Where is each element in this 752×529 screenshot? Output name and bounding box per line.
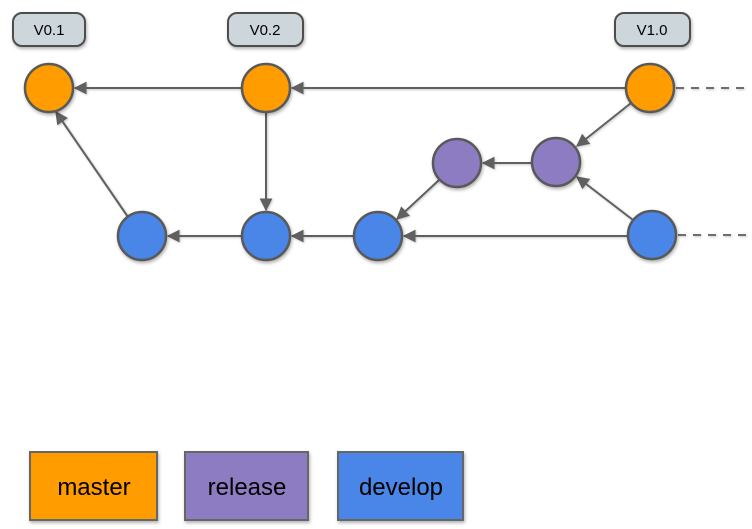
version-tag-v0-2-label: V0.2 bbox=[250, 22, 281, 39]
commit-master-3 bbox=[624, 62, 676, 114]
legend-develop-swatch bbox=[337, 451, 464, 521]
legend: master release develop bbox=[29, 451, 464, 521]
edge-release1-to-develop3 bbox=[396, 179, 440, 220]
edge-develop1-to-master1 bbox=[55, 110, 129, 218]
commit-develop-2 bbox=[240, 210, 292, 262]
version-tag-v0-1: V0.1 bbox=[12, 12, 86, 47]
commit-nodes bbox=[23, 62, 678, 262]
legend-item-master: master bbox=[29, 451, 158, 521]
commit-master-1 bbox=[23, 62, 75, 114]
version-tag-v0-2: V0.2 bbox=[227, 12, 304, 47]
version-tag-v0-2-box bbox=[227, 12, 304, 47]
version-tag-v1-0: V1.0 bbox=[614, 12, 691, 47]
version-tag-v0-1-box bbox=[12, 12, 86, 47]
edge-develop4-to-release2 bbox=[575, 176, 634, 221]
version-tag-v1-0-label: V1.0 bbox=[637, 22, 668, 39]
commit-develop-4 bbox=[626, 209, 678, 261]
legend-master-swatch bbox=[29, 451, 158, 521]
version-tags: V0.1 V0.2 V1.0 bbox=[12, 12, 691, 47]
commit-master-2 bbox=[240, 62, 292, 114]
commit-release-2 bbox=[530, 136, 582, 188]
edges bbox=[55, 81, 750, 243]
legend-release-swatch bbox=[184, 451, 309, 521]
legend-release-label: release bbox=[208, 474, 287, 501]
edge-master3-to-release2 bbox=[575, 102, 632, 147]
commit-release-1 bbox=[431, 137, 483, 189]
commit-develop-1 bbox=[116, 210, 168, 262]
legend-item-develop: develop bbox=[337, 451, 464, 521]
commit-develop-3 bbox=[352, 210, 404, 262]
legend-master-label: master bbox=[57, 474, 130, 501]
version-tag-v0-1-label: V0.1 bbox=[34, 22, 65, 39]
version-tag-v1-0-box bbox=[614, 12, 691, 47]
legend-develop-label: develop bbox=[359, 474, 443, 501]
legend-item-release: release bbox=[184, 451, 309, 521]
